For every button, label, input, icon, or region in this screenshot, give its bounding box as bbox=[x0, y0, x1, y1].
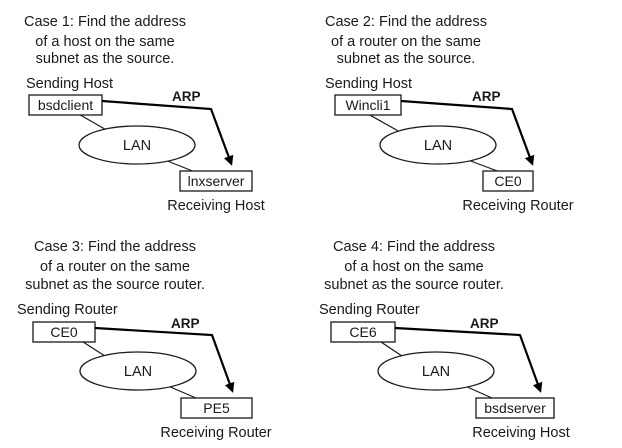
case-2-receiver-node bbox=[482, 170, 534, 192]
case-4-sender-lan-link bbox=[377, 339, 406, 359]
case-4-receiver-label: bsdserver bbox=[484, 400, 546, 416]
case-3-caption-line-3: subnet as the source router. bbox=[25, 277, 205, 293]
case-4-sender-node bbox=[330, 321, 396, 343]
case-1-caption-line-1: Case 1: Find the address bbox=[24, 14, 186, 30]
case-4-caption-line-1: Case 4: Find the address bbox=[333, 239, 495, 255]
case-3-arp-arrow bbox=[94, 326, 235, 393]
case-1-panel: Case 1: Find the address of a host on th… bbox=[24, 14, 265, 214]
case-1-sender-node bbox=[28, 94, 103, 116]
case-2-sender-node bbox=[334, 94, 402, 116]
case-1-sender-label: bsdclient bbox=[38, 97, 93, 113]
case-3-sender-lan-link bbox=[79, 339, 109, 359]
case-4-sender-role: Sending Router bbox=[319, 302, 420, 318]
case-4-lan-label: LAN bbox=[422, 364, 450, 380]
case-1-receiver-label: lnxserver bbox=[188, 173, 245, 189]
case-4-receiver-node bbox=[475, 397, 555, 419]
case-2-sender-label: Wincli1 bbox=[345, 97, 390, 113]
case-1-receiver-role: Receiving Host bbox=[167, 198, 265, 214]
case-1-lan-label: LAN bbox=[123, 138, 151, 154]
case-2-receiver-role: Receiving Router bbox=[462, 198, 573, 214]
case-4-receiver-role: Receiving Host bbox=[472, 425, 570, 441]
case-2-arp-label: ARP bbox=[472, 89, 501, 104]
case-4-panel: Case 4: Find the address of a host on th… bbox=[319, 239, 570, 441]
case-3-lan-receiver-link bbox=[167, 385, 197, 399]
case-3-caption-line-1: Case 3: Find the address bbox=[34, 239, 196, 255]
case-1-caption-line-2: of a host on the same bbox=[35, 34, 174, 50]
case-1-receiver-node bbox=[179, 170, 253, 192]
case-4-caption-line-3: subnet as the source router. bbox=[324, 277, 504, 293]
case-3-sender-node bbox=[32, 321, 96, 343]
case-3-panel: Case 3: Find the address of a router on … bbox=[17, 239, 272, 441]
case-1-caption-line-3: subnet as the source. bbox=[36, 51, 175, 67]
case-4-arp-label: ARP bbox=[470, 316, 499, 331]
case-1-arp-label: ARP bbox=[172, 89, 201, 104]
case-2-lan bbox=[379, 125, 497, 165]
case-3-receiver-role: Receiving Router bbox=[160, 425, 271, 441]
case-4-arp-arrow bbox=[394, 326, 543, 393]
case-2-arp-arrow bbox=[400, 99, 535, 166]
case-1-lan-receiver-link bbox=[164, 159, 196, 173]
case-4-lan bbox=[377, 351, 495, 391]
case-2-lan-label: LAN bbox=[424, 138, 452, 154]
case-4-caption-line-2: of a host on the same bbox=[344, 259, 483, 275]
case-1-sender-role: Sending Host bbox=[26, 76, 113, 92]
case-3-arp-label: ARP bbox=[171, 316, 200, 331]
case-3-receiver-label: PE5 bbox=[203, 400, 230, 416]
case-3-sender-role: Sending Router bbox=[17, 302, 118, 318]
case-3-lan-label: LAN bbox=[124, 364, 152, 380]
case-2-sender-role: Sending Host bbox=[325, 76, 412, 92]
case-2-caption-line-2: of a router on the same bbox=[331, 34, 481, 50]
case-4-lan-receiver-link bbox=[464, 385, 493, 399]
case-3-caption-line-2: of a router on the same bbox=[40, 259, 190, 275]
case-2-lan-receiver-link bbox=[467, 159, 501, 173]
case-1-arp-arrow bbox=[101, 99, 234, 166]
case-2-caption-line-1: Case 2: Find the address bbox=[325, 14, 487, 30]
case-3-receiver-node bbox=[180, 397, 253, 419]
case-4-sender-label: CE6 bbox=[349, 324, 376, 340]
case-2-sender-lan-link bbox=[367, 113, 401, 133]
case-3-lan bbox=[79, 351, 197, 391]
case-2-receiver-label: CE0 bbox=[494, 173, 521, 189]
case-3-sender-label: CE0 bbox=[50, 324, 77, 340]
case-1-lan bbox=[78, 125, 196, 165]
case-2-panel: Case 2: Find the address of a router on … bbox=[325, 14, 574, 214]
case-2-caption-line-3: subnet as the source. bbox=[337, 51, 476, 67]
